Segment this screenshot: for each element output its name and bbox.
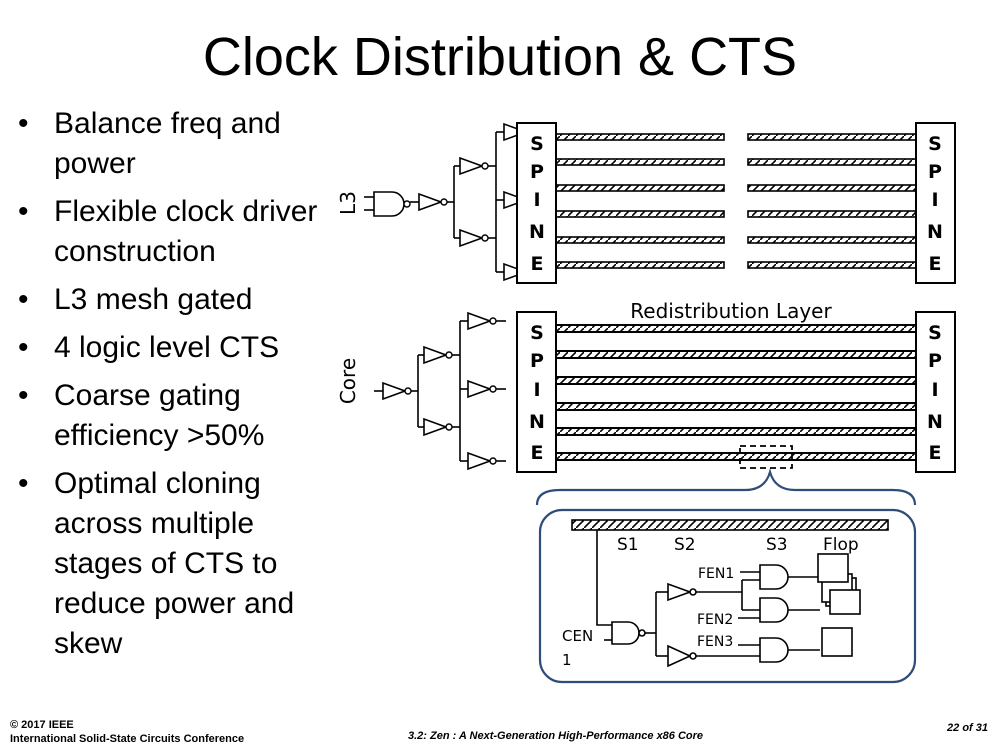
bullet-item: Coarse gating efficiency >50%	[18, 376, 348, 456]
page-number: 22 of 31	[947, 722, 988, 734]
stage-label-s2: S2	[674, 535, 696, 555]
spine-letter: P	[530, 161, 544, 183]
stage-label-flop: Flop	[823, 535, 859, 555]
spine-letter: I	[533, 379, 540, 401]
core-label: Core	[336, 358, 360, 404]
stage-label-s1: S1	[617, 535, 639, 555]
l3-left-spine: S P I N E	[516, 122, 557, 284]
spine-letter: P	[928, 161, 942, 183]
spine-letter: I	[931, 379, 938, 401]
bullet-item: Balance freq and power	[18, 104, 348, 184]
spine-letter: I	[533, 189, 540, 211]
spine-letter: S	[928, 322, 942, 344]
detail-gating-circuit	[596, 530, 861, 668]
redistribution-layer-label: Redistribution Layer	[630, 299, 832, 323]
footer-talk-title: 3.2: Zen : A Next-Generation High-Perfor…	[408, 730, 704, 742]
bullet-item: Optimal cloning across multiple stages o…	[18, 464, 348, 664]
fen1-label: FEN1	[698, 566, 734, 582]
spine-letter: N	[529, 411, 545, 433]
spine-letter: P	[530, 350, 544, 372]
footer-copyright: © 2017 IEEE International Solid-State Ci…	[10, 718, 244, 746]
spine-letter: N	[927, 221, 943, 243]
cen-label-index: 1	[562, 651, 572, 669]
spine-letter: E	[531, 442, 544, 464]
l3-nand-gate	[364, 191, 411, 217]
core-clock-tree	[374, 313, 506, 469]
bullet-item: L3 mesh gated	[18, 280, 348, 320]
cen-label: CEN	[562, 627, 593, 645]
core-redistribution-wires	[555, 324, 917, 461]
spine-letter: E	[531, 253, 544, 275]
stage-label-s3: S3	[766, 535, 788, 555]
core-left-spine: S P I N E	[516, 311, 557, 473]
l3-mesh-wires	[555, 133, 917, 269]
bullet-item: 4 logic level CTS	[18, 328, 348, 368]
core-right-spine: S P I N E	[915, 311, 956, 473]
zoom-brace	[535, 467, 917, 506]
zoom-region-marker	[739, 445, 793, 469]
fen3-label: FEN3	[697, 634, 733, 650]
bullet-list: Balance freq and power Flexible clock dr…	[18, 104, 348, 672]
spine-letter: S	[530, 322, 544, 344]
spine-letter: P	[928, 350, 942, 372]
fen2-label: FEN2	[697, 612, 733, 628]
slide-title: Clock Distribution & CTS	[202, 27, 798, 87]
l3-right-spine: S P I N E	[915, 122, 956, 284]
detail-mesh-wire	[571, 519, 889, 531]
spine-letter: S	[530, 133, 544, 155]
l3-label: L3	[336, 191, 360, 215]
spine-letter: I	[931, 189, 938, 211]
spine-letter: E	[929, 442, 942, 464]
copyright-text: © 2017 IEEE	[10, 719, 74, 731]
spine-letter: S	[928, 133, 942, 155]
conference-name: International Solid-State Circuits Confe…	[10, 733, 245, 745]
spine-letter: N	[529, 221, 545, 243]
spine-letter: N	[927, 411, 943, 433]
bullet-item: Flexible clock driver construction	[18, 192, 348, 272]
spine-letter: E	[929, 253, 942, 275]
